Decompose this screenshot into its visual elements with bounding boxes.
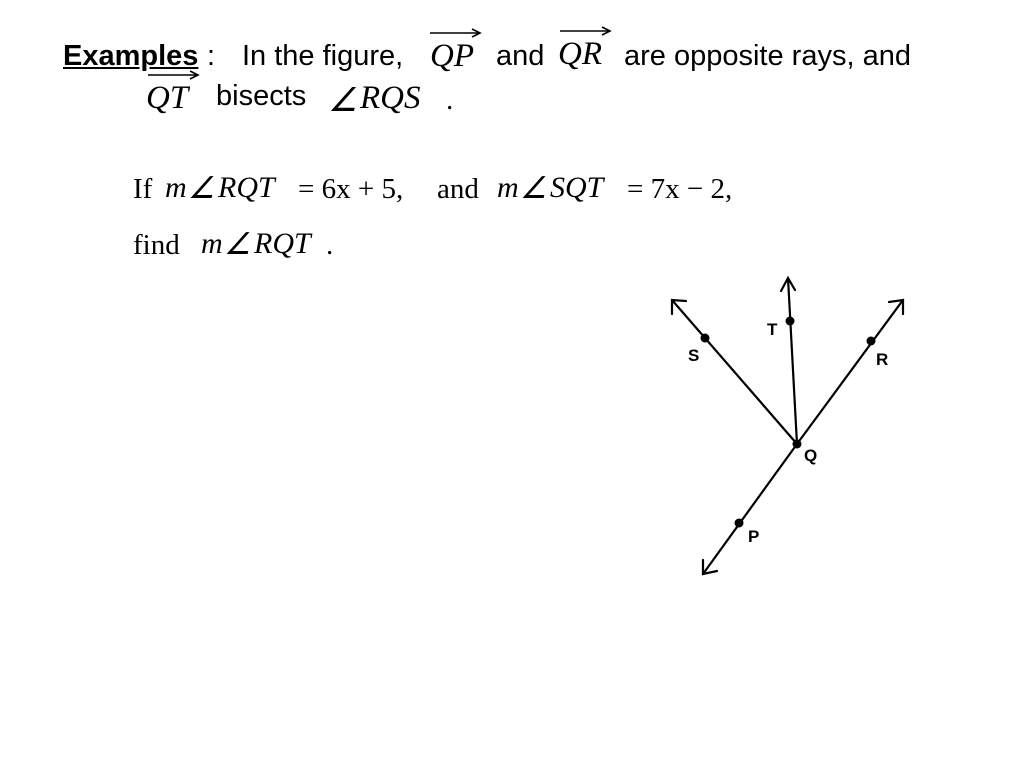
ray-qt-label: QT	[146, 80, 189, 116]
equation-sqt: = 7x − 2,	[627, 173, 733, 205]
arrowhead-icon	[701, 558, 719, 576]
find-text: find	[133, 229, 180, 261]
if-text: If	[133, 173, 153, 205]
measure-m: m	[201, 227, 223, 260]
ray-qp-label: QP	[430, 38, 474, 74]
in-figure-text: In the figure,	[242, 40, 404, 72]
angle-rqs-label: RQS	[360, 80, 421, 116]
label-p: P	[748, 527, 759, 546]
angle-rqt-label: RQT	[218, 171, 275, 204]
angle-symbol: ∠	[224, 228, 251, 261]
ray-qs	[670, 298, 799, 446]
label-q: Q	[804, 446, 817, 465]
label-t: T	[767, 320, 778, 339]
opposite-rays-text: are opposite rays, and	[624, 40, 911, 72]
point-p	[734, 518, 744, 528]
angle-rqt-label: RQT	[254, 227, 311, 260]
angle-symbol: ∠	[520, 172, 547, 205]
and-text: and	[437, 173, 479, 205]
bisects-text: bisects	[216, 80, 307, 112]
examples-label: Examples	[63, 40, 199, 72]
angle-symbol: ∠	[188, 172, 215, 205]
point-r	[866, 336, 876, 346]
point-s	[700, 333, 710, 343]
geometry-figure: S T R Q P	[670, 275, 905, 576]
label-s: S	[688, 346, 699, 365]
ray-arrow-icon	[430, 28, 482, 38]
ray-qp	[701, 442, 799, 576]
measure-m: m	[165, 171, 187, 204]
point-t	[785, 316, 795, 326]
label-r: R	[876, 350, 888, 369]
examples-colon: :	[207, 40, 216, 72]
find-period: .	[326, 229, 334, 261]
arrowhead-icon	[887, 298, 905, 316]
ray-qr	[795, 298, 905, 446]
ray-arrow-icon	[560, 26, 612, 36]
arrowhead-icon	[670, 298, 688, 316]
measure-m: m	[497, 171, 519, 204]
and-text: and	[496, 40, 545, 72]
angle-sqt-label: SQT	[550, 171, 604, 204]
equation-rqt: = 6x + 5,	[298, 173, 404, 205]
ray-qt	[786, 276, 799, 446]
arrowhead-icon	[779, 275, 797, 293]
ray-qr-label: QR	[558, 36, 602, 72]
point-q	[792, 439, 802, 449]
ray-arrow-icon	[148, 70, 200, 80]
heading-period: .	[446, 84, 454, 116]
angle-symbol: ∠	[328, 83, 358, 119]
